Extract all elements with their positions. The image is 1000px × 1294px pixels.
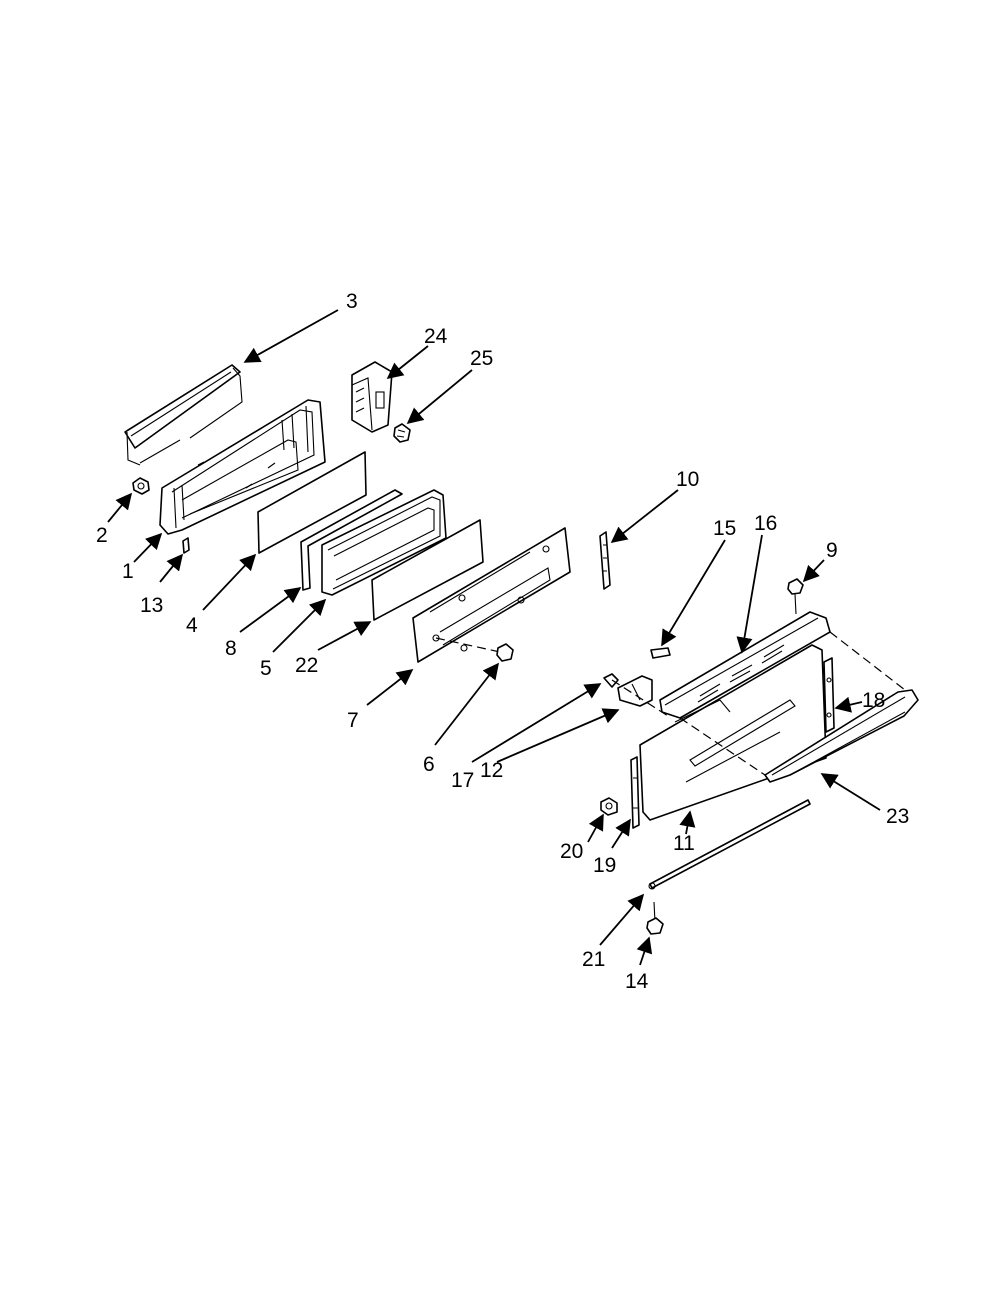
part-nut-20 <box>600 797 618 816</box>
callout-5: 5 <box>260 657 272 680</box>
callout-labels: 3 24 25 2 1 13 4 8 5 22 7 6 10 15 16 9 1… <box>96 290 909 993</box>
callout-9: 9 <box>826 539 838 562</box>
callout-23: 23 <box>886 805 909 828</box>
part-inner-glass-22 <box>371 519 484 621</box>
part-nut-2 <box>132 477 150 495</box>
part-handle-23 <box>764 689 919 783</box>
callout-19: 19 <box>593 854 616 877</box>
part-hinge-pin-17 <box>603 673 619 688</box>
part-hinge-12 <box>617 675 653 707</box>
callout-12: 12 <box>480 759 503 782</box>
part-screw-25 <box>393 423 411 443</box>
callout-14: 14 <box>625 970 649 993</box>
part-hinge-bracket-24 <box>351 361 393 433</box>
part-spacer-8 <box>300 489 403 591</box>
leader-lines <box>107 309 881 966</box>
callout-21: 21 <box>582 948 605 971</box>
callout-18: 18 <box>862 689 885 712</box>
callout-3: 3 <box>346 290 358 313</box>
callout-1: 1 <box>122 560 134 583</box>
callout-20: 20 <box>560 840 583 863</box>
callout-16: 16 <box>754 512 777 535</box>
part-inner-panel-7 <box>412 527 571 663</box>
callout-22: 22 <box>295 654 318 677</box>
part-screw-6 <box>496 643 514 662</box>
part-outer-panel-11 <box>639 644 827 821</box>
part-clip-13 <box>182 537 190 554</box>
callout-8: 8 <box>225 637 237 660</box>
part-strip-10 <box>599 531 611 590</box>
callout-4: 4 <box>186 614 198 637</box>
callout-15: 15 <box>713 517 736 540</box>
part-side-bracket-18 <box>823 657 835 733</box>
callout-17: 17 <box>451 769 474 792</box>
part-gasket-3 <box>124 364 243 466</box>
callout-2: 2 <box>96 524 108 547</box>
callout-24: 24 <box>424 325 448 348</box>
callout-10: 10 <box>676 468 699 491</box>
part-door-frame-1 <box>159 399 326 535</box>
part-glass-4 <box>257 451 367 554</box>
callout-13: 13 <box>140 594 163 617</box>
callout-11: 11 <box>673 832 695 855</box>
callout-6: 6 <box>423 753 435 776</box>
part-screw-14 <box>646 901 664 935</box>
part-screw-9 <box>787 578 804 615</box>
part-rod-21 <box>648 799 811 890</box>
callout-7: 7 <box>347 709 359 732</box>
callout-25: 25 <box>470 347 493 370</box>
part-strip-19 <box>630 756 640 829</box>
part-latch-pin-15 <box>650 647 671 659</box>
